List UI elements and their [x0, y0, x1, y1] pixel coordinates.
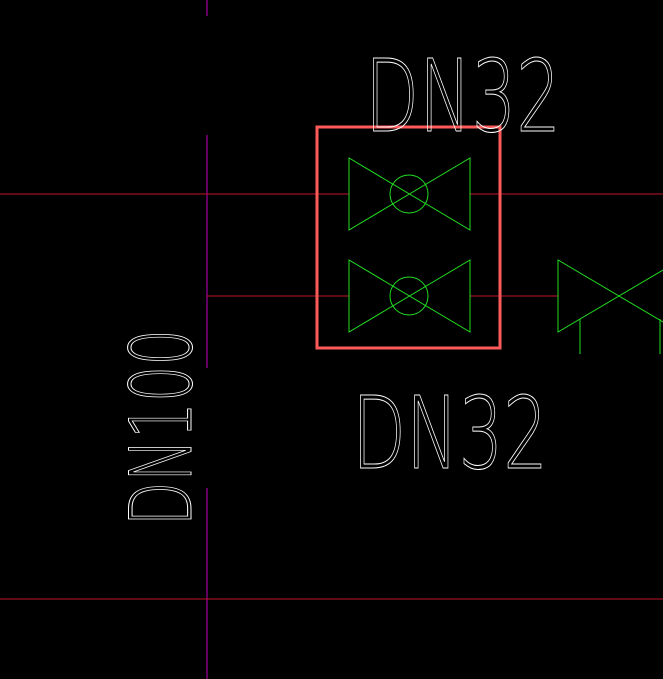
bottom-dn32-label: DN32	[352, 375, 548, 492]
valve-handwheel-icon	[389, 174, 429, 214]
gate-valve-upper[interactable]	[348, 157, 471, 231]
selection-box	[315, 125, 502, 350]
vertical-dn100-label: DN100	[112, 329, 212, 526]
gate-valve-lower[interactable]	[348, 259, 471, 333]
valve-body-icon	[348, 157, 471, 231]
top-dn32-label: DN32	[365, 38, 561, 155]
valve-handwheel-icon	[389, 276, 429, 316]
check-valve-partial[interactable]	[557, 259, 663, 354]
valve-body-icon	[557, 259, 663, 333]
valve-body-icon	[348, 259, 471, 333]
